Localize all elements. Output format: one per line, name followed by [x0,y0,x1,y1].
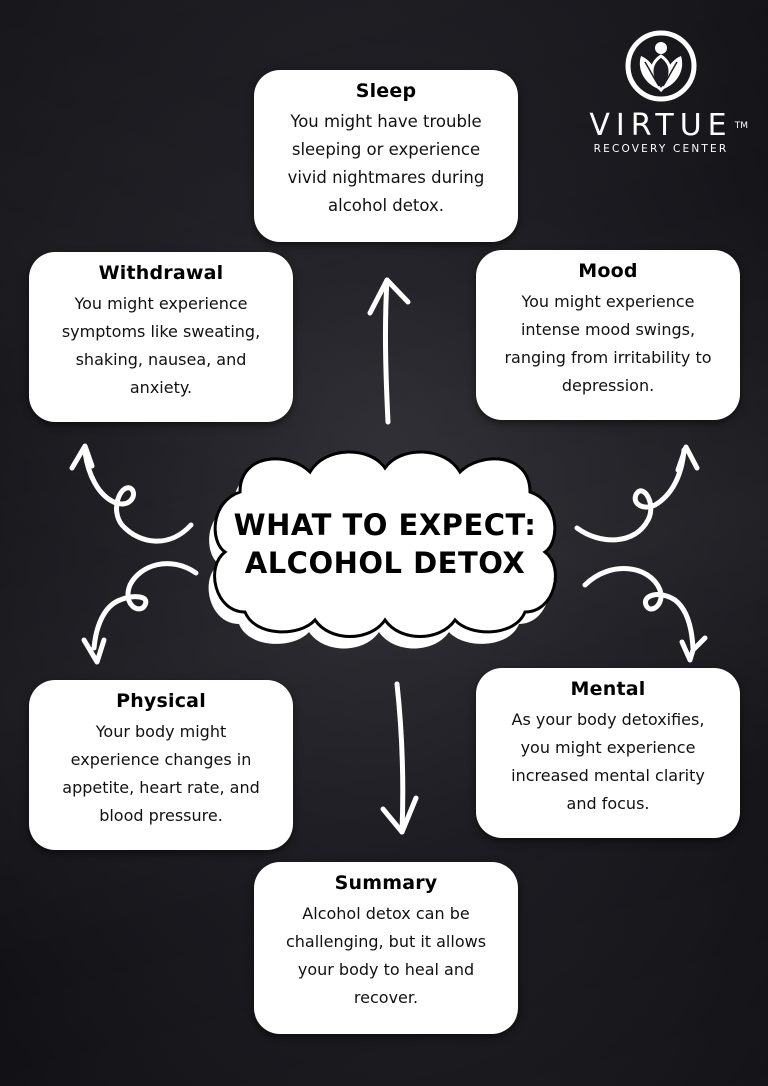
curly-arrow-withdrawal-icon [69,443,194,544]
lotus-person-icon [625,30,697,102]
card-body: You might have trouble sleeping or exper… [254,108,518,220]
title-line-2: ALCOHOL DETOX [244,546,526,580]
brand-subtitle: RECOVERY CENTER [593,143,729,155]
card-line: You might experience [74,294,248,313]
card-heading: Mood [578,260,638,282]
card-line: appetite, heart rate, and [62,778,260,797]
card-line: increased mental clarity [511,766,705,785]
card-mood: Mood You might experience intense mood s… [476,250,740,420]
page-title: WHAT TO EXPECT: ALCOHOL DETOX [200,506,570,582]
curly-arrow-physical-icon [81,561,199,665]
card-line: your body to heal and [297,960,475,979]
card-physical: Physical Your body might experience chan… [29,680,293,850]
card-body: You might experience intense mood swings… [476,288,740,400]
card-body: Your body might experience changes in ap… [29,718,293,830]
card-line: alcohol detox. [328,196,444,215]
card-line: intense mood swings, [520,320,696,339]
card-heading: Withdrawal [98,262,224,284]
card-line: You might experience [521,292,695,311]
card-line: As your body detoxifies, [511,710,705,729]
virtue-logo: VIRTUE TM RECOVERY CENTER [566,28,756,155]
card-heading: Sleep [355,80,417,102]
title-line-1: WHAT TO EXPECT: [233,508,537,542]
card-line: sleeping or experience [291,140,481,159]
arrow-up-icon [367,277,411,425]
card-withdrawal: Withdrawal You might experience symptoms… [29,252,293,422]
card-heading: Summary [334,872,438,894]
title-cloud-shape [208,450,557,649]
card-line: and focus. [566,794,650,813]
card-sleep: Sleep You might have trouble sleeping or… [254,70,518,242]
card-line: Your body might [95,722,227,741]
card-line: challenging, but it allows [285,932,487,951]
card-line: depression. [561,376,655,395]
curly-arrow-mental-icon [582,566,708,663]
trademark: TM [734,121,748,131]
card-line: shaking, nausea, and [75,350,247,369]
card-line: recover. [353,988,419,1007]
card-line: symptoms like sweating, [61,322,261,341]
card-line: anxiety. [129,378,193,397]
card-line: You might have trouble [290,112,482,131]
card-summary: Summary Alcohol detox can be challenging… [254,862,518,1034]
card-line: vivid nightmares during [287,168,485,187]
arrow-down-icon [380,681,419,835]
card-line: Alcohol detox can be [302,904,470,923]
card-line: blood pressure. [99,806,223,825]
card-heading: Physical [116,690,206,712]
card-body: Alcohol detox can be challenging, but it… [254,900,518,1012]
card-line: you might experience [520,738,696,757]
card-mental: Mental As your body detoxifies, you migh… [476,668,740,838]
card-heading: Mental [570,678,646,700]
card-body: You might experience symptoms like sweat… [29,290,293,402]
brand-text: VIRTUE [589,108,733,143]
card-body: As your body detoxifies, you might exper… [476,706,740,818]
card-line: ranging from irritability to [504,348,712,367]
brand-name: VIRTUE TM [566,110,756,142]
curly-arrow-mood-icon [574,444,700,543]
card-line: experience changes in [70,750,252,769]
